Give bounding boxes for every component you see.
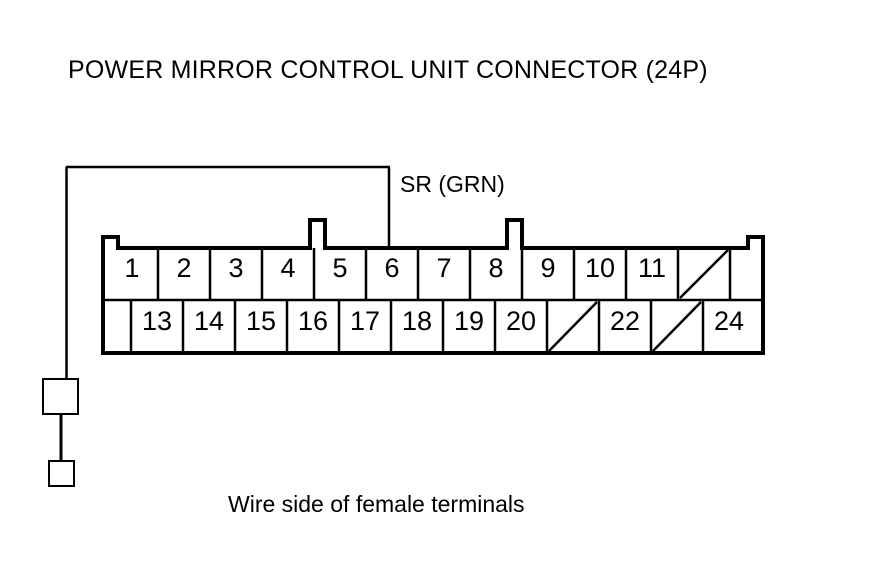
terminal-small-square [48,460,75,487]
connector-outline [101,218,765,355]
pin-15: 15 [245,306,277,336]
page-title: POWER MIRROR CONTROL UNIT CONNECTOR (24P… [68,56,708,84]
pin-13: 13 [141,306,173,336]
pin-18: 18 [401,306,433,336]
pin-19: 19 [453,306,485,336]
bottom-row-blocked-cell-slash-21 [548,301,598,352]
top-row-blocked-cell-slash [679,249,729,299]
leader-line-group [65,165,391,378]
pin-7: 7 [436,253,452,283]
connector-housing [101,218,765,355]
pin-14: 14 [193,306,225,336]
pin-1: 1 [124,253,140,283]
wire-label-sr-grn: SR (GRN) [400,171,505,197]
bottom-row-blocked-cell-slash-23 [652,301,702,352]
bottom-row-dividers [129,300,705,353]
pin-11: 11 [637,253,667,283]
diagram-caption: Wire side of female terminals [228,491,525,517]
pin-5: 5 [332,253,348,283]
pin-4: 4 [280,253,296,283]
pin-10: 10 [584,253,616,283]
pin-16: 16 [297,306,329,336]
pin-8: 8 [488,253,504,283]
pin-3: 3 [228,253,244,283]
pin-6: 6 [384,253,400,283]
pin-24: 24 [713,306,745,336]
pin-2: 2 [176,253,192,283]
terminal-symbol-group [42,378,79,487]
pin-20: 20 [505,306,537,336]
pin-9: 9 [540,253,556,283]
terminal-large-square [42,378,79,415]
top-row-dividers [156,248,732,300]
pin-22: 22 [609,306,641,336]
pin-17: 17 [349,306,381,336]
